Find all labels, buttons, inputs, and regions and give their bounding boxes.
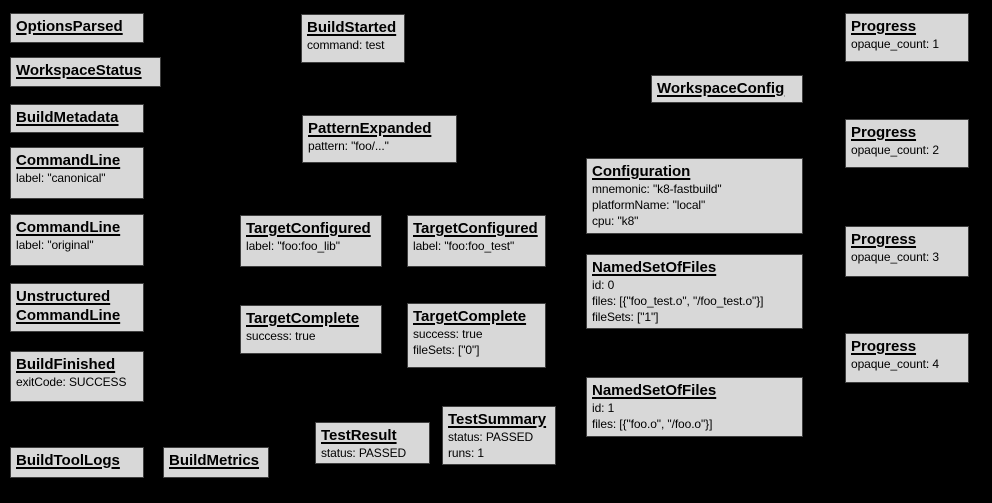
node-target-configured-foo-test: TargetConfigured label: "foo:foo_test" (407, 215, 546, 267)
node-detail-line: opaque_count: 4 (851, 357, 939, 371)
node-build-finished: BuildFinished exitCode: SUCCESS (10, 351, 144, 402)
node-detail-line: success: true (246, 329, 316, 343)
node-named-set-of-files-1: NamedSetOfFiles id: 1 files: [{"foo.o", "/… (586, 377, 803, 437)
node-detail-line: fileSets: ["0"] (413, 343, 480, 357)
node-build-tool-logs: BuildToolLogs (10, 447, 144, 478)
node-title: BuildFinished (16, 356, 116, 373)
node-progress-3: Progress opaque_count: 3 (845, 226, 969, 277)
node-target-complete-foo-test: TargetComplete success: true fileSets: ["0… (407, 303, 546, 368)
node-title: TestSummary (448, 411, 547, 428)
node-configuration: Configuration mnemonic: "k8-fastbuild" pla… (586, 158, 803, 234)
node-title: TargetConfigured (413, 220, 538, 237)
node-detail-line: platformName: "local" (592, 198, 706, 212)
node-test-summary: TestSummary status: PASSED runs: 1 (442, 406, 556, 465)
node-title: BuildToolLogs (16, 452, 120, 469)
node-detail-line: files: [{"foo_test.o", "/foo_test.o"}] (592, 294, 764, 308)
node-workspace-status: WorkspaceStatus (10, 57, 161, 87)
node-command-line-original: CommandLine label: "original" (10, 214, 144, 266)
node-title: BuildStarted (307, 19, 397, 36)
node-detail-line: status: PASSED (448, 430, 534, 444)
node-options-parsed: OptionsParsed (10, 13, 144, 43)
node-command-line-canonical: CommandLine label: "canonical" (10, 147, 144, 199)
node-title: BuildMetadata (16, 109, 119, 126)
node-title: PatternExpanded (308, 120, 432, 137)
node-target-configured-foo-lib: TargetConfigured label: "foo:foo_lib" (240, 215, 382, 267)
node-detail-line: id: 1 (592, 401, 615, 415)
node-title: WorkspaceConfig (657, 80, 785, 97)
node-detail-line: files: [{"foo.o", "/foo.o"}] (592, 417, 713, 431)
node-detail-line: label: "canonical" (16, 171, 106, 185)
node-title: Unstructured CommandLine (16, 288, 121, 324)
node-detail-line: label: "foo:foo_test" (413, 239, 515, 253)
node-detail-line: opaque_count: 2 (851, 143, 939, 157)
node-title: Progress (851, 18, 917, 35)
node-title: Configuration (592, 163, 691, 180)
node-detail-line: id: 0 (592, 278, 615, 292)
node-named-set-of-files-0: NamedSetOfFiles id: 0 files: [{"foo_test.o… (586, 254, 803, 329)
node-title: Progress (851, 124, 917, 141)
node-title: BuildMetrics (169, 452, 260, 469)
node-title: Progress (851, 231, 917, 248)
node-title: Progress (851, 338, 917, 355)
node-detail-line: success: true (413, 327, 483, 341)
node-test-result: TestResult status: PASSED (315, 422, 430, 464)
node-target-complete-foo-lib: TargetComplete success: true (240, 305, 382, 354)
node-title: TargetComplete (246, 310, 360, 327)
node-pattern-expanded: PatternExpanded pattern: "foo/..." (302, 115, 457, 163)
node-detail-line: runs: 1 (448, 446, 484, 460)
node-workspace-config: WorkspaceConfig (651, 75, 803, 103)
node-detail-line: opaque_count: 1 (851, 37, 939, 51)
node-unstructured-command-line: Unstructured CommandLine (10, 283, 144, 332)
node-detail-line: label: "original" (16, 238, 94, 252)
node-title: NamedSetOfFiles (592, 382, 717, 399)
node-title: NamedSetOfFiles (592, 259, 717, 276)
node-progress-4: Progress opaque_count: 4 (845, 333, 969, 383)
node-title: CommandLine (16, 152, 121, 169)
node-build-started: BuildStarted command: test (301, 14, 405, 63)
node-detail-line: command: test (307, 38, 385, 52)
node-title: OptionsParsed (16, 18, 123, 35)
node-detail-line: opaque_count: 3 (851, 250, 939, 264)
node-progress-1: Progress opaque_count: 1 (845, 13, 969, 62)
node-title: TestResult (321, 427, 397, 444)
node-detail-line: cpu: "k8" (592, 214, 639, 228)
node-build-metadata: BuildMetadata (10, 104, 144, 133)
node-title: TargetConfigured (246, 220, 371, 237)
node-progress-2: Progress opaque_count: 2 (845, 119, 969, 168)
node-title: WorkspaceStatus (16, 62, 142, 79)
node-title: CommandLine (16, 219, 121, 236)
node-build-metrics: BuildMetrics (163, 447, 269, 478)
node-detail-line: status: PASSED (321, 446, 407, 460)
node-detail-line: mnemonic: "k8-fastbuild" (592, 182, 722, 196)
node-detail-line: pattern: "foo/..." (308, 139, 389, 153)
node-detail-line: exitCode: SUCCESS (16, 375, 127, 389)
node-detail-line: label: "foo:foo_lib" (246, 239, 340, 253)
node-detail-line: fileSets: ["1"] (592, 310, 659, 324)
node-title: TargetComplete (413, 308, 527, 325)
